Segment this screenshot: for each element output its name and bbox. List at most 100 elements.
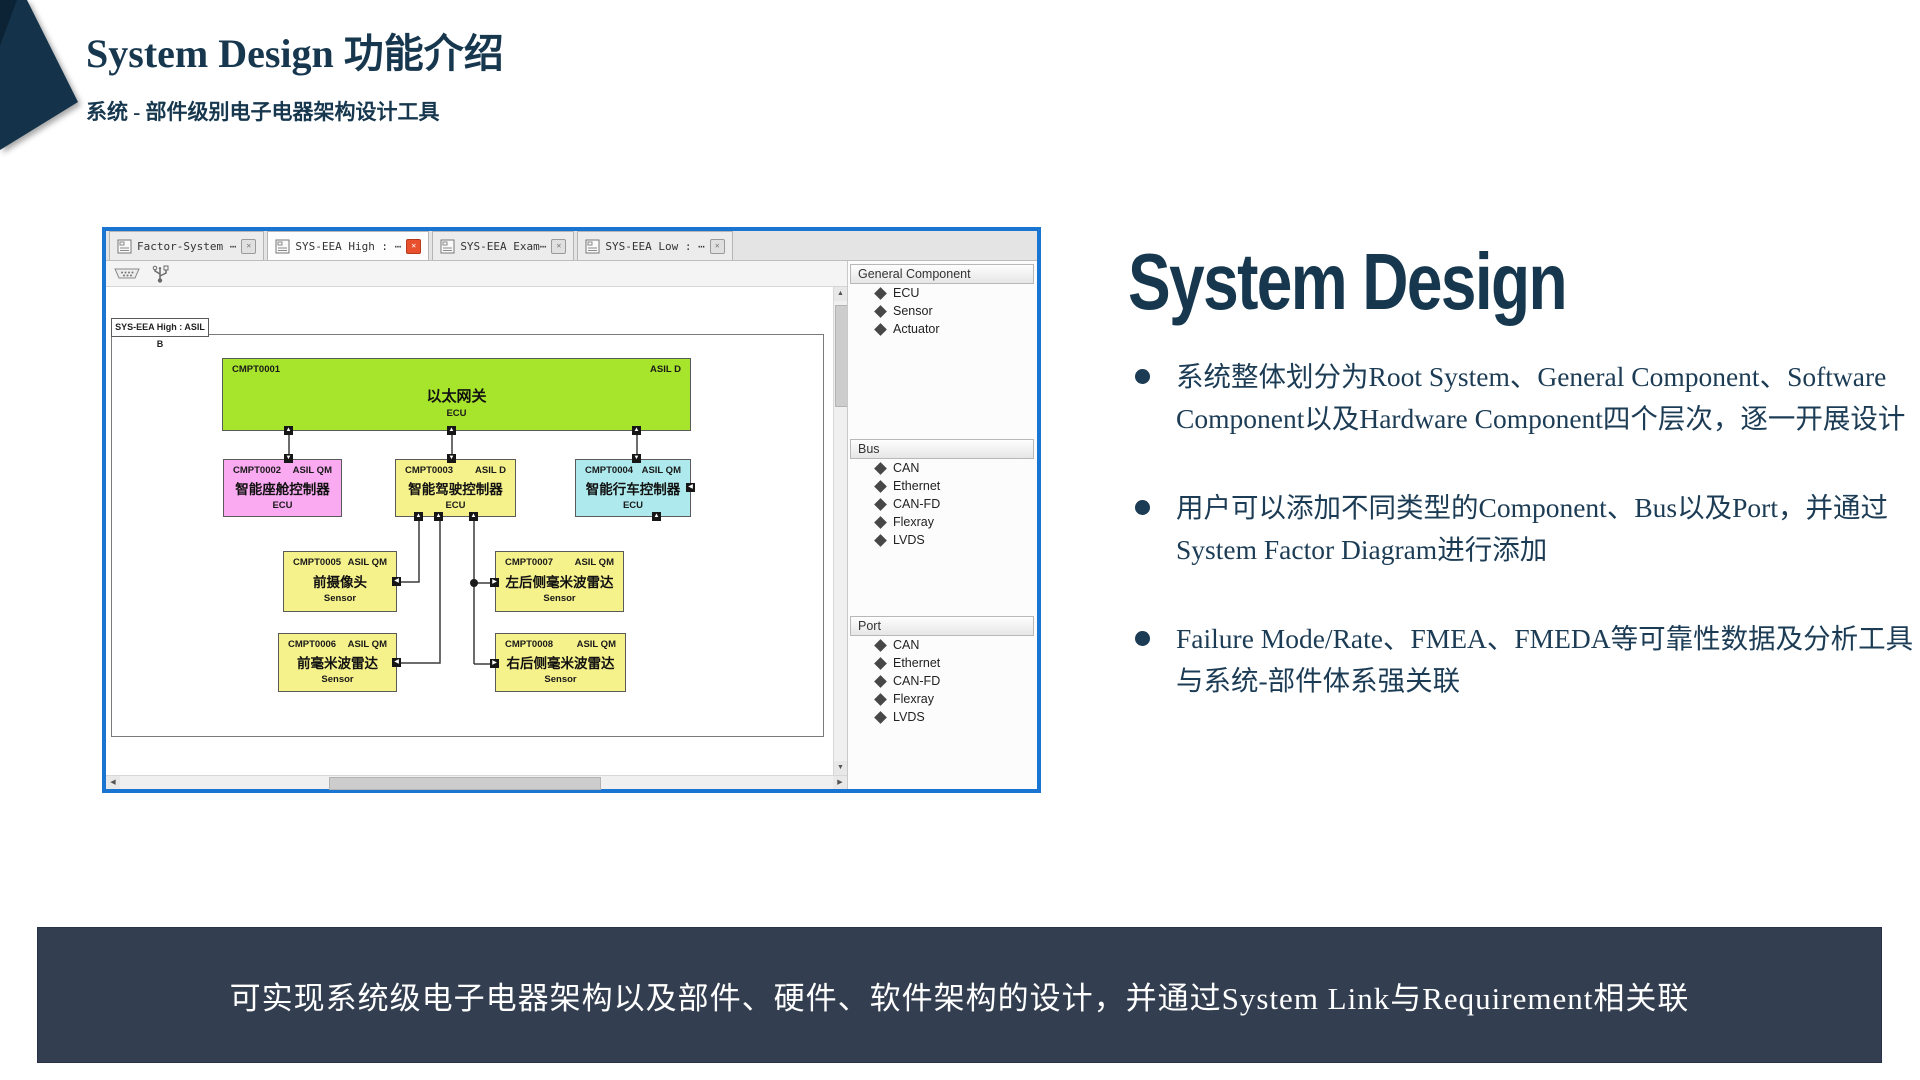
diamond-icon — [874, 461, 887, 475]
palette-item-ecu[interactable]: ECU — [850, 284, 1034, 302]
port-icon[interactable] — [490, 578, 499, 587]
diamond-icon — [874, 692, 887, 706]
diagram-canvas[interactable]: SYS-EEA High : ASIL B — [106, 287, 833, 775]
scroll-up-icon[interactable]: ▲ — [834, 287, 847, 301]
palette-item-port-lvds[interactable]: LVDS — [850, 708, 1034, 726]
tab-factor-system[interactable]: Factor-System ⋯ — [109, 231, 265, 260]
connection-junction-dot — [470, 579, 478, 587]
port-icon[interactable] — [686, 483, 695, 492]
node-name: 左后侧毫米波雷达 — [505, 575, 614, 590]
node-id: CMPT0005 — [293, 557, 342, 568]
footer-banner: 可实现系统级电子电器架构以及部件、硬件、软件架构的设计，并通过System Li… — [37, 927, 1882, 1063]
palette-item-label: Ethernet — [893, 479, 941, 493]
port-icon[interactable] — [632, 454, 641, 463]
node-name: 智能座舱控制器 — [235, 481, 330, 497]
diamond-icon — [874, 304, 887, 318]
node-type: Sensor — [323, 593, 357, 604]
vertical-scrollbar[interactable]: ▲ ▼ — [833, 287, 848, 775]
palette-item-bus-can-fd[interactable]: CAN-FD — [850, 495, 1034, 513]
scroll-down-icon[interactable]: ▼ — [834, 761, 847, 775]
page-subtitle: 系统 - 部件级别电子电器架构设计工具 — [86, 100, 440, 124]
port-icon[interactable] — [490, 659, 499, 668]
page-title: System Design 功能介绍 — [86, 31, 504, 76]
palette-item-label: Ethernet — [893, 656, 941, 670]
node-asil: ASIL QM — [576, 639, 616, 650]
diagram-tab-icon — [275, 239, 290, 253]
diamond-icon — [874, 638, 887, 652]
tab-label: SYS-EEA Exam⋯ — [460, 239, 547, 253]
tab-label: SYS-EEA High : ⋯ — [295, 239, 402, 253]
palette-item-label: Flexray — [893, 692, 934, 706]
palette-item-sensor[interactable]: Sensor — [850, 302, 1034, 320]
palette-header-bus[interactable]: Bus — [850, 439, 1034, 459]
serial-connector-icon[interactable] — [112, 265, 142, 282]
diamond-icon — [874, 479, 887, 493]
tab-sys-eea-exam[interactable]: SYS-EEA Exam⋯ — [432, 231, 575, 260]
tab-bar: Factor-System ⋯ SYS-EEA High : ⋯ SYS-EEA… — [106, 231, 1037, 261]
node-name: 前摄像头 — [313, 575, 367, 590]
port-icon[interactable] — [284, 426, 293, 435]
palette-item-label: CAN — [893, 638, 920, 652]
node-id: CMPT0001 — [232, 364, 281, 375]
palette-item-label: CAN-FD — [893, 674, 941, 688]
palette-item-label: Sensor — [893, 304, 933, 318]
horizontal-scrollbar[interactable]: ◀ ▶ — [106, 775, 847, 790]
palette-item-bus-can[interactable]: CAN — [850, 459, 1034, 477]
palette-item-port-ethernet[interactable]: Ethernet — [850, 654, 1034, 672]
close-tab-icon[interactable] — [406, 238, 422, 254]
port-icon[interactable] — [392, 577, 401, 586]
close-tab-icon[interactable] — [551, 238, 567, 254]
palette-item-label: CAN-FD — [893, 497, 941, 511]
palette-item-port-flexray[interactable]: Flexray — [850, 690, 1034, 708]
node-asil: ASIL QM — [292, 465, 332, 476]
port-icon[interactable] — [392, 658, 401, 667]
diamond-shape — [0, 0, 78, 150]
port-icon[interactable] — [284, 454, 293, 463]
tab-label: SYS-EEA Low : ⋯ — [605, 239, 705, 253]
usb-tree-icon[interactable] — [150, 264, 172, 284]
palette-item-bus-lvds[interactable]: LVDS — [850, 531, 1034, 549]
palette-header-port[interactable]: Port — [850, 616, 1034, 636]
node-name: 智能行车控制器 — [585, 481, 681, 497]
bullet-list: 系统整体划分为Root System、General Component、Sof… — [1130, 356, 1920, 749]
node-type: ECU — [622, 499, 644, 511]
diamond-icon — [874, 322, 887, 336]
close-tab-icon[interactable] — [709, 238, 725, 254]
scroll-right-icon[interactable]: ▶ — [833, 776, 847, 789]
port-icon[interactable] — [414, 512, 423, 521]
tab-sys-eea-high[interactable]: SYS-EEA High : ⋯ — [267, 231, 430, 260]
tab-label: Factor-System ⋯ — [137, 239, 237, 253]
palette-item-port-can[interactable]: CAN — [850, 636, 1034, 654]
port-icon[interactable] — [434, 512, 443, 521]
palette-item-bus-ethernet[interactable]: Ethernet — [850, 477, 1034, 495]
scroll-left-icon[interactable]: ◀ — [106, 776, 120, 789]
palette-item-label: CAN — [893, 461, 920, 475]
palette-header-general-component[interactable]: General Component — [850, 264, 1034, 284]
port-icon[interactable] — [652, 512, 661, 521]
close-tab-icon[interactable] — [241, 238, 257, 254]
port-icon[interactable] — [447, 454, 456, 463]
horizontal-scroll-thumb[interactable] — [329, 777, 601, 790]
port-icon[interactable] — [632, 426, 641, 435]
node-name: 右后侧毫米波雷达 — [506, 656, 615, 671]
footer-banner-text: 可实现系统级电子电器架构以及部件、硬件、软件架构的设计，并通过System Li… — [229, 980, 1690, 1016]
port-icon[interactable] — [469, 512, 478, 521]
node-id: CMPT0004 — [585, 465, 634, 476]
node-name: 以太网关 — [426, 387, 487, 405]
diagram-tab-icon — [117, 239, 132, 253]
tab-sys-eea-low[interactable]: SYS-EEA Low : ⋯ — [577, 231, 733, 260]
palette-item-port-can-fd[interactable]: CAN-FD — [850, 672, 1034, 690]
section-heading: System Design — [1128, 237, 1568, 326]
palette-item-actuator[interactable]: Actuator — [850, 320, 1034, 338]
palette-item-bus-flexray[interactable]: Flexray — [850, 513, 1034, 531]
port-icon[interactable] — [447, 426, 456, 435]
diamond-icon — [874, 674, 887, 688]
